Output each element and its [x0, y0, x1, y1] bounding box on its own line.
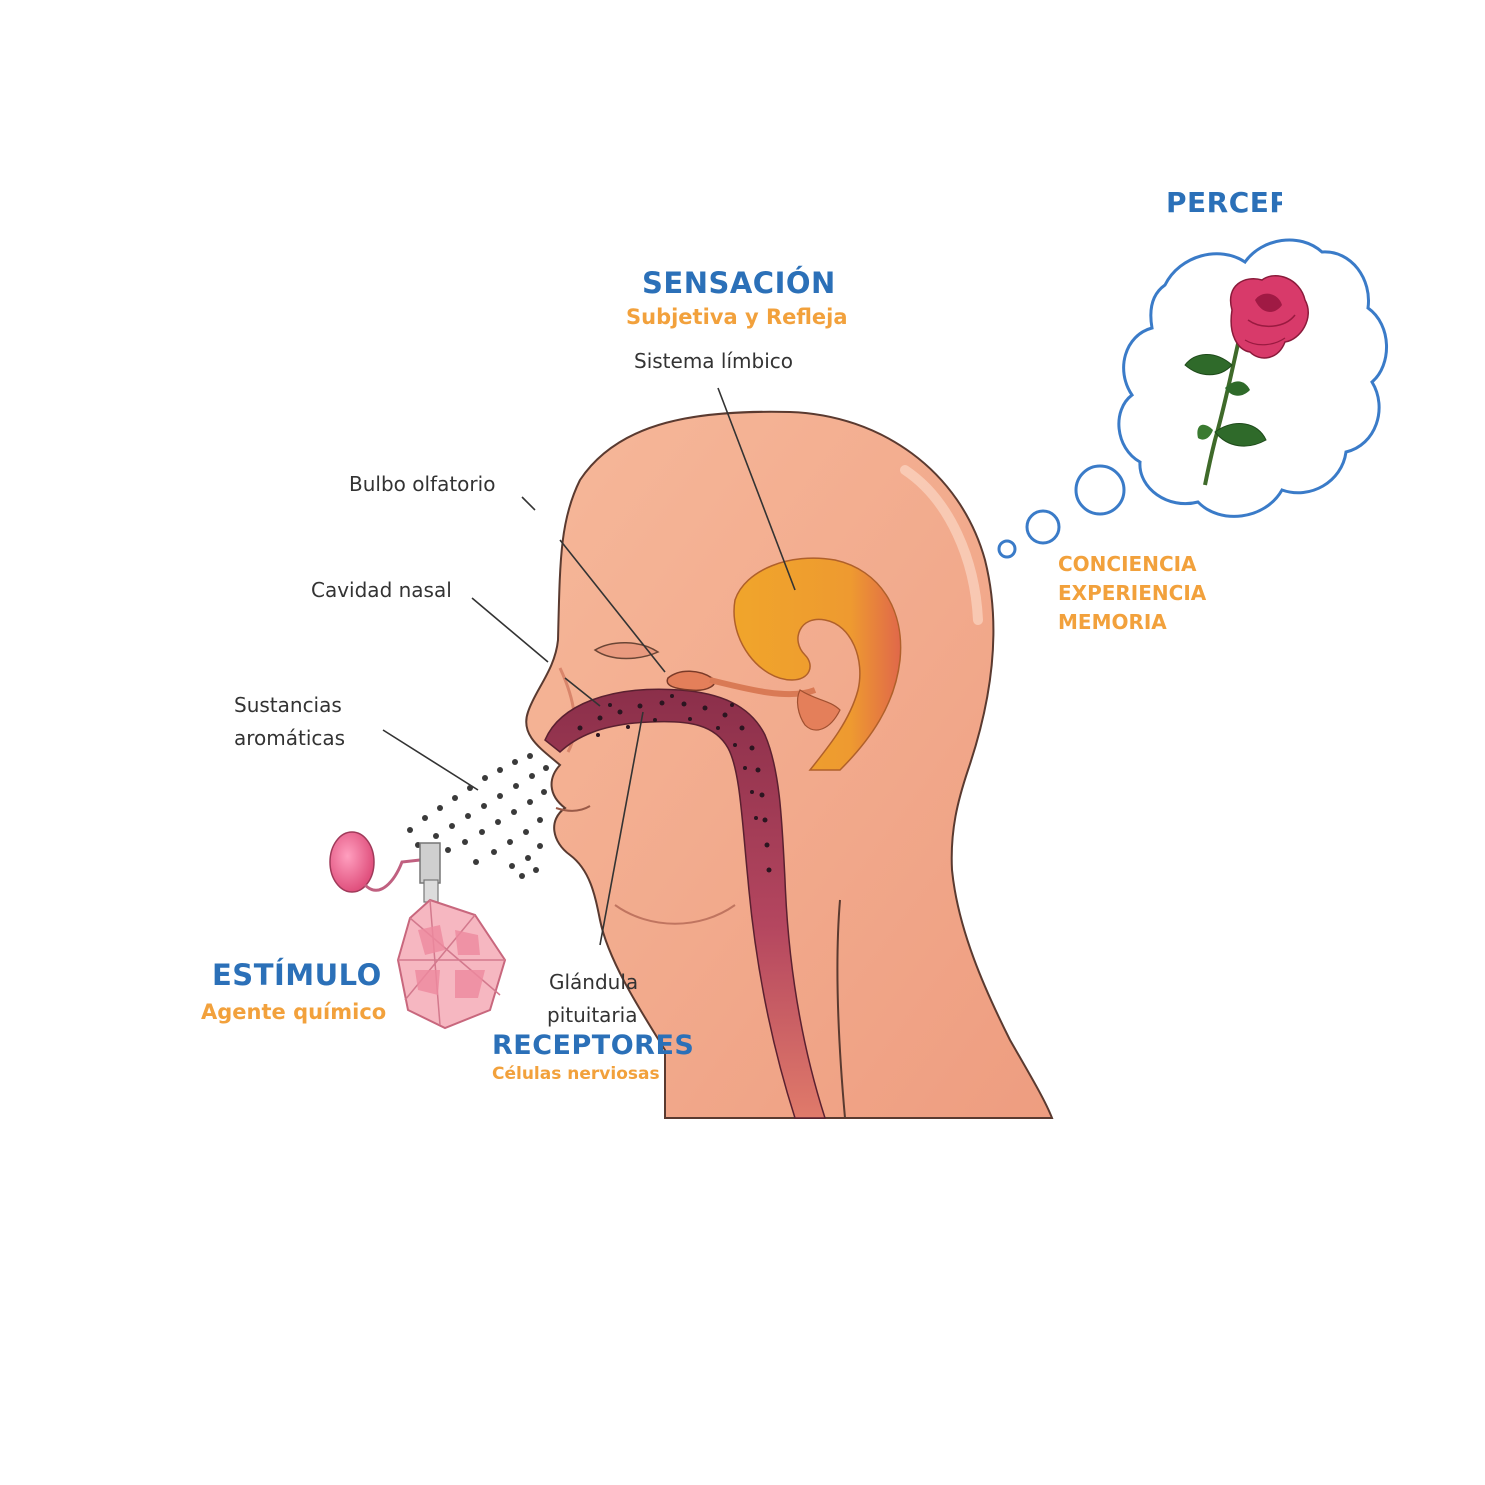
head-illustration	[525, 410, 1054, 1119]
thought-dot-large	[1074, 464, 1126, 516]
thought-dot-small	[997, 539, 1017, 559]
sensation-subtitle: Subjetiva y Refleja	[626, 305, 848, 329]
perception-title-clip: PERCEPCIÓN	[1166, 186, 1282, 226]
rose-leaf-left	[1184, 354, 1233, 376]
label-nasal-cavity: Cavidad nasal	[311, 578, 452, 602]
limbic-system-shape	[733, 557, 902, 771]
perception-line-experience: EXPERIENCIA	[1058, 581, 1207, 605]
label-aromatic-line1: Sustancias	[234, 693, 342, 717]
thought-bubble	[997, 238, 1388, 559]
skull-highlight	[900, 465, 983, 625]
receptors-title: RECEPTORES	[492, 1030, 695, 1061]
bottle-neck	[423, 879, 439, 903]
nasal-airway	[544, 688, 827, 1119]
label-olfactory-bulb: Bulbo olfatorio	[349, 472, 496, 496]
atomizer-bulb	[329, 831, 375, 893]
perception-line-memory: MEMORIA	[1058, 610, 1167, 634]
pointer-lines	[382, 387, 796, 946]
eye-shape	[593, 642, 660, 660]
olfactory-bulb-shape	[666, 670, 716, 692]
thought-dot-medium	[1025, 509, 1061, 545]
rose-bloom	[1229, 275, 1309, 359]
jaw-line	[614, 904, 736, 925]
neck-line	[836, 899, 846, 1119]
stimulus-title: ESTÍMULO	[212, 958, 382, 992]
lip-line	[555, 805, 591, 812]
rose-icon	[1184, 275, 1309, 486]
perfume-bottle-icon	[329, 831, 507, 1030]
bottle-body	[396, 898, 507, 1030]
rose-leaf-bottom	[1197, 424, 1213, 440]
label-pituitary-line1: Glándula	[549, 970, 639, 994]
airway-particles	[577, 694, 772, 873]
sensation-title: SENSACIÓN	[642, 266, 836, 300]
rose-leaf-lower	[1214, 423, 1267, 447]
limbic-inner-fold	[796, 689, 841, 731]
label-aromatic-line2: aromáticas	[234, 726, 346, 750]
rose-leaf-small	[1225, 381, 1250, 396]
stimulus-subtitle: Agente químico	[201, 1000, 387, 1024]
perception-line-consciousness: CONCIENCIA	[1058, 552, 1197, 576]
label-pituitary-line2: pituitaria	[547, 1003, 638, 1027]
receptors-subtitle: Células nerviosas	[492, 1064, 660, 1084]
head-silhouette	[525, 410, 1054, 1119]
atomizer-tube	[363, 858, 421, 892]
thought-cloud	[1117, 238, 1388, 518]
perception-title: PERCEPCIÓN	[1166, 186, 1282, 219]
olfactory-tract	[709, 677, 817, 698]
label-limbic-system: Sistema límbico	[634, 349, 793, 373]
bottle-nozzle	[419, 842, 441, 884]
